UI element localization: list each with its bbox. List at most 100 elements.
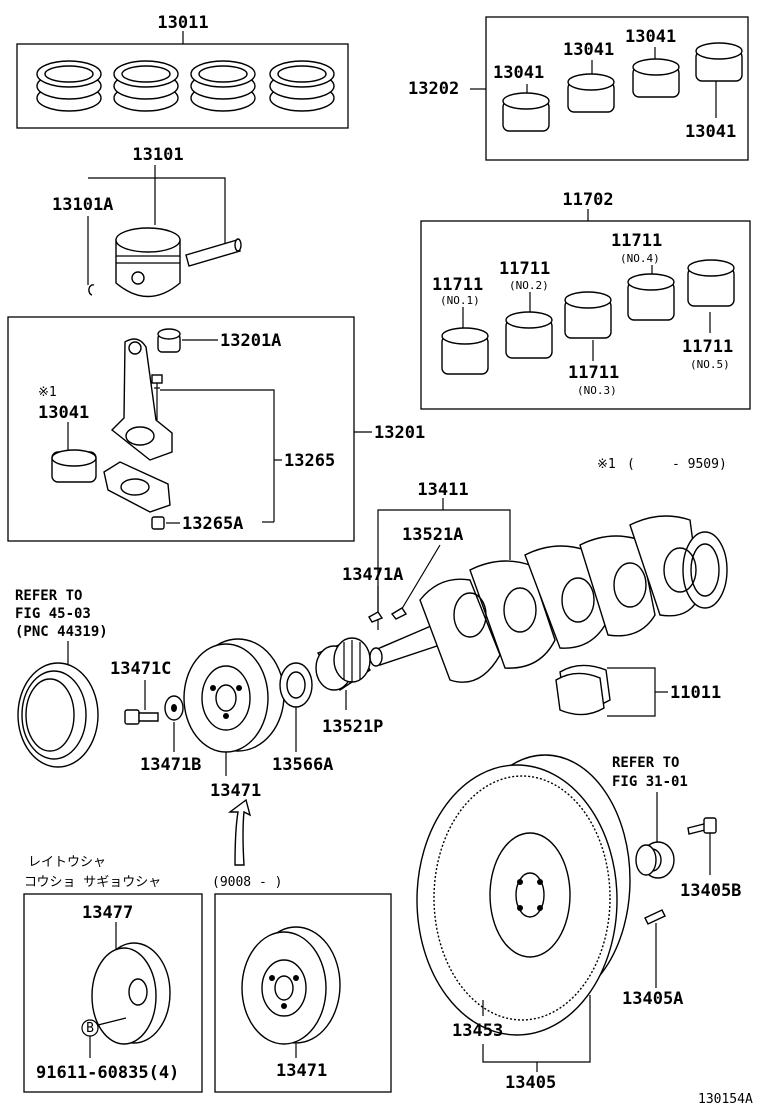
pulley-bolt-group: 13471C 13471B — [110, 659, 201, 775]
rod-bearing-1-icon — [502, 92, 550, 132]
refer1-line2: FIG 45-03 — [15, 606, 91, 622]
piston-assembly: 13101 13101A — [52, 145, 242, 298]
later-pulley-box: 13471 — [214, 893, 392, 1093]
piston-ring-4 — [269, 60, 335, 112]
rod-bearing-4-icon — [695, 42, 743, 82]
refer1-line1: REFER TO — [15, 588, 82, 604]
label-13453: 13453 — [452, 1021, 503, 1041]
connecting-rod-icon — [110, 338, 173, 461]
label-no2: (NO.2) — [509, 279, 549, 292]
label-no1: (NO.1) — [440, 294, 480, 307]
label-13011: 13011 — [157, 13, 208, 33]
main-bearing-no4-icon — [627, 273, 675, 321]
piston-pin-icon — [185, 238, 242, 267]
label-13521P: 13521P — [322, 717, 383, 737]
label-no4: (NO.4) — [620, 252, 660, 265]
flywheel-pin-group: 13405A — [622, 909, 683, 1009]
label-13521A: 13521A — [402, 525, 463, 545]
label-13471A: 13471A — [342, 565, 403, 585]
main-bearing-no2-icon — [505, 311, 553, 359]
rod-bearing-icon — [51, 449, 97, 483]
label-mark1: ※1 — [38, 385, 57, 400]
label-13101A: 13101A — [52, 195, 113, 215]
pilot-bearing-icon — [635, 841, 675, 879]
refer-fig-31-01: REFER TO FIG 31-01 — [612, 755, 688, 879]
piston-ring-1 — [36, 60, 102, 112]
piston-icon — [115, 227, 181, 298]
main-bearing-no1-icon — [441, 327, 489, 375]
footnote-open: ( — [627, 457, 635, 472]
pulley-bolt-icon — [124, 709, 159, 725]
crankshaft-gear-icon — [315, 637, 371, 691]
rod-bearing-3-icon — [632, 58, 680, 98]
label-13405: 13405 — [505, 1073, 556, 1093]
label-13471B: 13471B — [140, 755, 201, 775]
label-13471-alt: 13471 — [276, 1061, 327, 1081]
pulley-13471-alt-icon — [241, 926, 341, 1045]
label-13265A: 13265A — [182, 514, 243, 534]
refer-fig-45-03: REFER TO FIG 45-03 (PNC 44319) — [15, 588, 108, 768]
plate-washer-icon — [164, 695, 184, 721]
piston-ring-3 — [190, 60, 256, 112]
jp-note-line2: コウショ サギョウシャ — [24, 875, 161, 890]
date-note: (9008 - ) — [212, 875, 282, 890]
crankshaft-pulley-icon — [183, 638, 285, 753]
label-13411: 13411 — [417, 480, 468, 500]
label-13041-b: 13041 — [563, 40, 614, 60]
flywheel-icon — [416, 754, 631, 1036]
belt-pulley-icon — [17, 662, 99, 768]
label-11702: 11702 — [562, 190, 613, 210]
label-13201A: 13201A — [220, 331, 281, 351]
label-13041-a: 13041 — [493, 63, 544, 83]
rod-bearing-set: 13202 13041 13041 13041 13041 — [408, 16, 749, 161]
label-13566A: 13566A — [272, 755, 333, 775]
rod-bearing-2-icon — [567, 73, 615, 113]
woodruff-key-icon — [368, 607, 408, 623]
crankshaft-gear-group: 13521P — [315, 637, 383, 737]
rod-bolt-icon — [151, 374, 163, 420]
label-no3: (NO.3) — [577, 384, 617, 397]
label-13471C: 13471C — [110, 659, 171, 679]
refer2-line1: REFER TO — [612, 755, 679, 771]
label-11711-no5: 11711 — [682, 337, 733, 357]
label-11711-no3: 11711 — [568, 363, 619, 383]
main-bearing-no3-icon — [564, 291, 612, 339]
label-13471: 13471 — [210, 781, 261, 801]
footnote-range: - 9509) — [672, 457, 727, 472]
label-13101: 13101 — [132, 145, 183, 165]
label-13201: 13201 — [374, 423, 425, 443]
piston-ring-set: 13011 — [16, 13, 349, 129]
crankshaft-pulley-group: 13471 — [183, 638, 285, 866]
refer2-line2: FIG 31-01 — [612, 774, 688, 790]
label-13041-d: 13041 — [685, 122, 736, 142]
label-11711-no4: 11711 — [611, 231, 662, 251]
rod-nut-icon — [151, 516, 165, 530]
label-91611: 91611-60835(4) — [36, 1063, 179, 1083]
circle-b-marker: B — [86, 1021, 94, 1036]
oil-deflector-icon — [279, 662, 313, 708]
piston-ring-2 — [113, 60, 179, 112]
diagram-id: 130154A — [698, 1092, 753, 1107]
pulley-13477-icon — [91, 942, 171, 1045]
label-13202: 13202 — [408, 79, 459, 99]
flywheel-group: 13453 13405 — [416, 754, 631, 1093]
refer1-line3: (PNC 44319) — [15, 624, 108, 640]
label-11711-no2: 11711 — [499, 259, 550, 279]
connecting-rod-assembly: 13201 13201A 13265 ※1 13041 — [7, 316, 425, 542]
flywheel-bolt-group: 13405B — [680, 817, 741, 901]
oil-deflector-group: 13566A — [272, 662, 333, 775]
footnote-mark: ※1 — [597, 457, 616, 472]
label-13405A: 13405A — [622, 989, 683, 1009]
main-bearing-set: 11702 11711 (NO.1) 11711 (NO.2) 11711 (N… — [420, 190, 751, 410]
label-13041-rod: 13041 — [38, 403, 89, 423]
cold-climate-pulley-box: 13477 B 91611-60835(4) — [23, 893, 203, 1093]
label-13265: 13265 — [284, 451, 335, 471]
thrust-washer-group: 11011 — [555, 664, 721, 717]
snap-ring-icon — [88, 284, 95, 296]
label-no5: (NO.5) — [690, 358, 730, 371]
label-11011: 11011 — [670, 683, 721, 703]
flywheel-bolt-icon — [687, 817, 717, 835]
label-11711-no1: 11711 — [432, 275, 483, 295]
main-bearing-no5-icon — [687, 259, 735, 307]
